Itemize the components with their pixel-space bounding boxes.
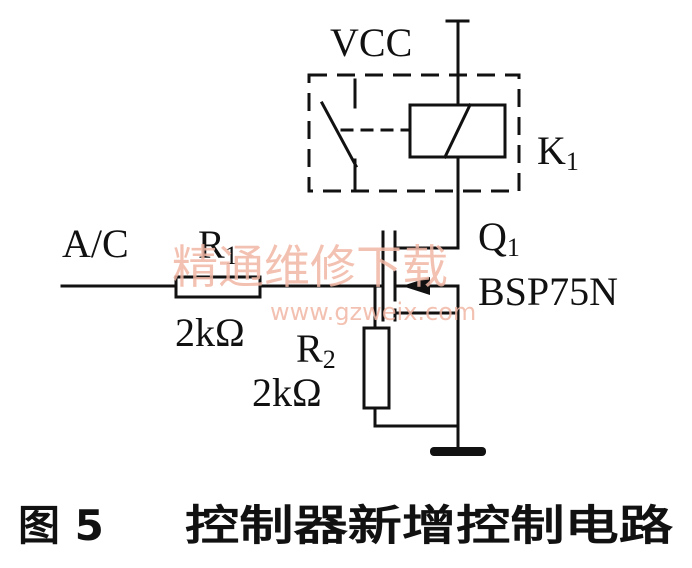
figure-title: 控制器新增控制电路 — [185, 501, 674, 550]
ground-symbol — [430, 447, 486, 456]
input-label: A/C — [62, 221, 129, 266]
r1-label: R1 — [198, 222, 238, 270]
relay-coil-slash — [442, 102, 473, 160]
r2-label: R2 — [296, 326, 336, 374]
q1-label: Q1 — [478, 214, 520, 262]
r1-value: 2kΩ — [175, 310, 245, 355]
watermark-title: 精通维修下载 — [172, 240, 448, 294]
relay-label: K1 — [537, 128, 579, 176]
relay-enclosure — [307, 73, 521, 193]
q1-part-number: BSP75N — [478, 269, 618, 314]
r2-value: 2kΩ — [252, 370, 322, 415]
figure-number: 图 5 — [18, 501, 104, 550]
watermark-url: www.gzweix.com — [270, 298, 476, 326]
resistor-r2 — [362, 326, 391, 410]
vcc-label: VCC — [330, 20, 412, 65]
body-arrow — [402, 277, 430, 295]
relay-contact-blade — [319, 100, 359, 169]
